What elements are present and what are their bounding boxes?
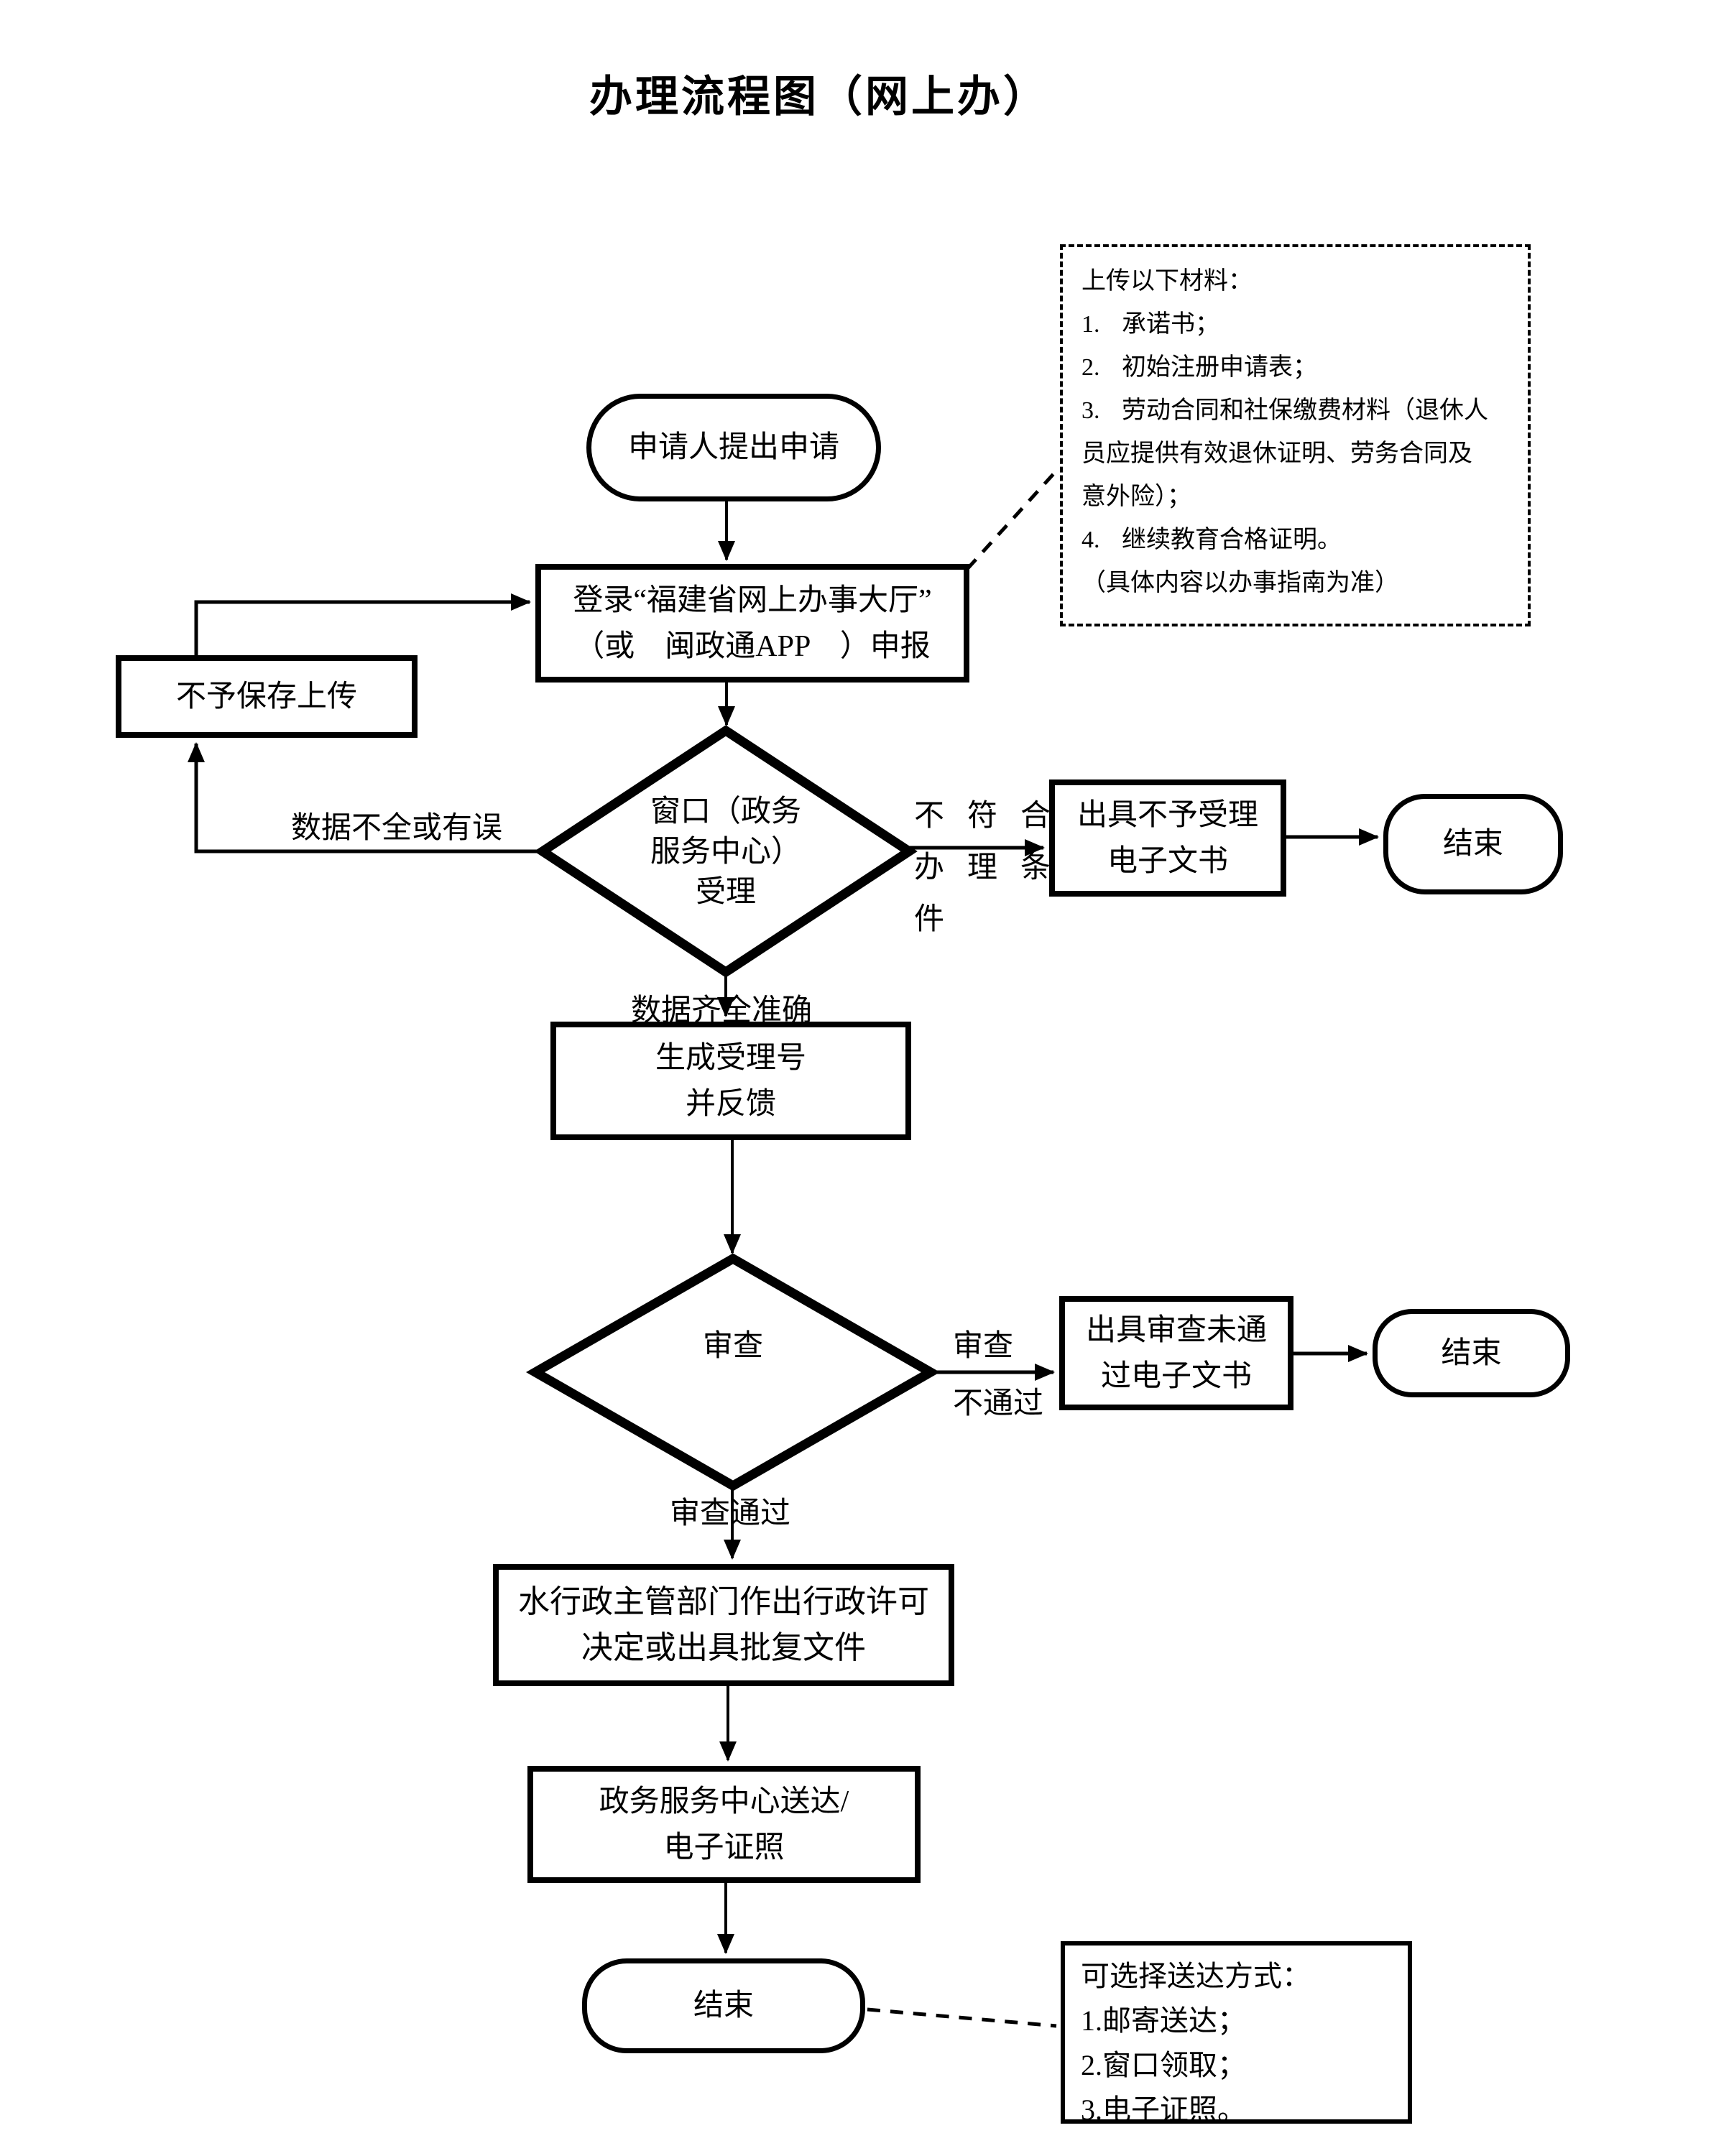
- node-reject-document-line2: 电子文书: [1107, 844, 1228, 878]
- note-delivery-title: 可选择送达方式：: [1081, 1960, 1311, 1992]
- label-review-fail: 审查 不通过: [953, 1330, 1044, 1420]
- node-reject-document-line1: 出具不予受理: [1076, 798, 1258, 832]
- node-administrative-decision-line1: 水行政主管部门作出行政许可: [518, 1584, 929, 1619]
- note-delivery-options: 可选择送达方式： 1.邮寄送达； 2.窗口领取； 3.电子证照。: [1061, 1941, 1412, 2126]
- node-login-line1: 登录“福建省网上办事大厅”: [573, 583, 932, 617]
- label-not-eligible: 不符合 办理条 件: [914, 800, 1074, 936]
- note-materials-item: 2.初始注册申请表；: [1082, 354, 1317, 381]
- note-upload-materials: 上传以下材料： 1.承诺书； 2.初始注册申请表； 3.劳动合同和社保缴费材料（…: [1060, 244, 1531, 626]
- node-reject-document: 出具不予受理 电子文书: [1049, 779, 1286, 897]
- diamond-accept: [534, 725, 918, 978]
- arrow-no-save-to-login: [194, 593, 531, 655]
- node-review-fail-document-line2: 过电子文书: [1100, 1359, 1252, 1393]
- node-review-fail-document: 出具审查未通 过电子文书: [1059, 1296, 1293, 1410]
- node-review-fail-document-line1: 出具审查未通: [1085, 1313, 1267, 1347]
- label-review-pass: 审查通过: [670, 1497, 791, 1530]
- node-generate-number: 生成受理号 并反馈: [550, 1022, 911, 1140]
- node-service-center-delivery: 政务服务中心送达/ 电子证照: [527, 1766, 921, 1883]
- note-materials-title: 上传以下材料：: [1082, 268, 1253, 295]
- node-administrative-decision-line2: 决定或出具批复文件: [581, 1630, 866, 1665]
- diamond-review: [525, 1253, 941, 1491]
- node-start: 申请人提出申请: [586, 394, 881, 501]
- node-end-3-label: 结束: [693, 1989, 754, 2022]
- node-login-line2: （或 闽政通APP ）申报: [574, 629, 931, 663]
- node-service-center-delivery-line2: 电子证照: [663, 1831, 785, 1864]
- note-materials-item: 3.劳动合同和社保缴费材料（退休人: [1082, 397, 1488, 424]
- node-end-1: 结束: [1383, 794, 1563, 894]
- dashed-line-login-to-materials-note: [966, 467, 1060, 570]
- node-end-3: 结束: [582, 1958, 865, 2053]
- arrow-accept-to-no-save: [188, 742, 543, 853]
- node-administrative-decision: 水行政主管部门作出行政许可 决定或出具批复文件: [493, 1564, 954, 1686]
- dashed-line-end-to-delivery-note: [867, 2007, 1057, 2028]
- note-materials-item: 4.继续教育合格证明。: [1082, 527, 1342, 553]
- label-data-incomplete: 数据不全或有误: [291, 812, 503, 845]
- note-materials-footer: （具体内容以办事指南为准）: [1082, 570, 1399, 596]
- note-delivery-item: 2.窗口领取；: [1081, 2049, 1246, 2081]
- label-data-complete: 数据齐全准确: [631, 994, 813, 1027]
- node-end-1-label: 结束: [1442, 828, 1503, 861]
- diamond-review-text: 审查: [702, 1330, 763, 1363]
- node-start-label: 申请人提出申请: [627, 431, 839, 464]
- node-no-save-upload: 不予保存上传: [116, 655, 418, 738]
- note-delivery-item: 3.电子证照。: [1081, 2093, 1246, 2126]
- note-delivery-item: 1.邮寄送达；: [1081, 2004, 1246, 2037]
- node-end-2: 结束: [1373, 1309, 1570, 1397]
- node-end-2-label: 结束: [1441, 1336, 1502, 1370]
- node-generate-number-line2: 并反馈: [685, 1087, 776, 1121]
- page-title: 办理流程图（网上办）: [589, 73, 1049, 121]
- note-materials-item: 1.承诺书；: [1082, 311, 1219, 338]
- note-materials-item-wrap: 员应提供有效退休证明、劳务合同及: [1082, 440, 1472, 467]
- node-no-save-label: 不予保存上传: [175, 680, 357, 713]
- note-materials-item-wrap: 意外险）；: [1082, 484, 1191, 510]
- node-generate-number-line1: 生成受理号: [655, 1041, 806, 1075]
- node-service-center-delivery-line1: 政务服务中心送达/: [599, 1785, 849, 1818]
- diamond-accept-text: 窗口（政务 服务中心） 受理: [650, 795, 801, 909]
- node-login: 登录“福建省网上办事大厅” （或 闽政通APP ）申报: [535, 564, 969, 683]
